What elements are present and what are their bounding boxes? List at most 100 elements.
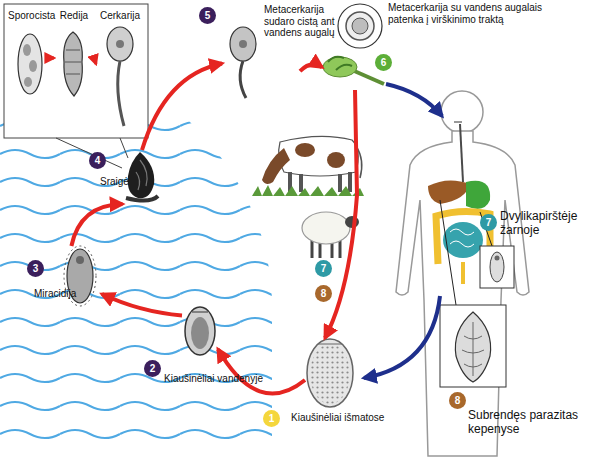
sporocyst-picture-part: [29, 60, 37, 72]
human-figure-part: [443, 222, 483, 258]
cow-picture-part: [252, 185, 364, 196]
human-figure: [396, 91, 529, 456]
plant-spoon-part: [352, 70, 384, 84]
cycle-arrow: [102, 294, 182, 315]
redia-picture-part: [65, 62, 81, 63]
cow-picture-part: [279, 136, 359, 176]
redia-picture: [64, 32, 83, 96]
egg-feces-picture-part: [307, 339, 353, 407]
sporocyst-picture-part: [18, 34, 42, 94]
callout-number: 7: [315, 260, 332, 277]
stage-node: Subrendęs parazitas kepenyse: [440, 305, 506, 387]
sheep-picture-part: [302, 212, 350, 244]
inset-frame: [4, 4, 148, 168]
miracidium-picture-part: [76, 256, 84, 264]
cercaria-top-picture-part: [230, 27, 256, 61]
callout-number: 8: [315, 285, 332, 302]
cow-picture: [252, 136, 364, 196]
stage-node: Redija: [54, 10, 94, 106]
egg-water-picture-part: [185, 307, 215, 355]
stage-label: Sporocista: [8, 10, 52, 22]
cercaria-top-picture-part: [239, 40, 247, 48]
stage-label: Subrendęs parazitas kepenyse: [468, 409, 592, 437]
human-figure-part: [441, 91, 483, 133]
egg-feces-picture-part: [318, 344, 342, 345]
cycle-arrow: [218, 349, 305, 393]
stage-label: Dvylikapirštėje žarnoje: [500, 210, 598, 238]
duodenum-inset-part: [480, 246, 514, 288]
human-figure-part: [466, 181, 490, 209]
cyst-inset: [338, 4, 382, 48]
redia-picture-part: [66, 74, 80, 75]
stage-label: Sraigė: [100, 176, 140, 188]
cycle-arrow: [142, 64, 222, 151]
cycle-arrow: [94, 58, 96, 64]
sporocyst-picture-part: [23, 44, 31, 56]
blue-arrow-part: [364, 296, 440, 378]
blue-arrow: [364, 84, 442, 378]
callout-number: 8: [449, 392, 466, 409]
liver-fluke-inset: [440, 305, 506, 387]
redia-picture-part: [64, 32, 83, 96]
sporocyst-picture-part: [24, 77, 32, 87]
duodenum-inset-part: [495, 256, 500, 261]
liver-fluke-inset-part: [440, 305, 506, 387]
egg-water-picture-part: [191, 317, 209, 349]
sporocyst-picture: [18, 34, 42, 94]
inset-frame-part: [4, 4, 148, 138]
duodenum-inset-part: [490, 252, 504, 282]
cycle-arrow: [52, 57, 54, 60]
duodenum-inset: [480, 246, 514, 288]
stage-label: Metacerkarija sudaro cistą ant vandens a…: [264, 4, 340, 39]
liver-fluke-inset-part: [455, 312, 490, 382]
leader-line-part: [440, 200, 456, 305]
inset-frame-part: [120, 138, 128, 158]
egg-water-picture-part: [192, 312, 208, 313]
egg-feces-picture: [307, 339, 353, 407]
egg-feces-picture-part: [310, 344, 350, 404]
stage-node: Metacerkarija su vandens augalais patenk…: [322, 52, 382, 90]
cow-picture-part: [299, 174, 303, 192]
cow-picture-part: [338, 174, 342, 192]
cycle-arrow: [300, 64, 322, 71]
callout-number: 4: [89, 152, 106, 169]
cercaria-picture-part: [116, 40, 124, 48]
cercaria-picture: [107, 27, 133, 126]
stage-label: Kiaušinėliai vandenyje: [164, 373, 276, 385]
stage-node: Kiaušinėliai vandenyje: [182, 305, 218, 357]
stage-label: Kiaušinėliai išmatose: [291, 412, 405, 424]
human-figure-part: [460, 124, 463, 182]
snail-picture: [126, 152, 158, 201]
water-waves: [0, 108, 272, 446]
cercaria-picture-part: [118, 61, 124, 126]
callout-number: 1: [263, 410, 280, 427]
stage-node: Dvylikapirštėje žarnoje: [480, 246, 514, 288]
callout-number: 5: [199, 7, 216, 24]
human-figure-part: [428, 180, 470, 204]
cercaria-picture-part: [107, 27, 133, 61]
cyst-inset-part: [352, 18, 368, 34]
snail-picture-part: [140, 160, 147, 186]
snail-picture-part: [136, 172, 140, 190]
cow-picture-part: [348, 172, 352, 192]
redia-picture-part: [66, 50, 80, 51]
cyst-inset-part: [338, 4, 382, 48]
liver-fluke-inset-part: [462, 322, 484, 376]
stage-node: Sraigė: [100, 150, 156, 204]
plant-spoon-part: [328, 57, 344, 62]
plant-spoon-part: [336, 65, 352, 70]
human-figure-part: [461, 262, 465, 284]
cow-picture-part: [327, 152, 345, 168]
stage-label: Miracidija: [34, 288, 94, 300]
stage-label: Metacerkarija su vandens augalais patenk…: [388, 2, 574, 25]
stage-node: Cerkarija: [96, 10, 144, 130]
stage-label: Redija: [54, 10, 94, 22]
callout-number: 7: [480, 214, 497, 231]
cercaria-top-picture: [230, 27, 256, 98]
callout-number: 6: [375, 54, 392, 71]
snail-picture-part: [128, 152, 155, 198]
human-figure-part: [450, 229, 474, 247]
stage-node: Metacerkarija sudaro cistą ant vandens a…: [222, 4, 300, 100]
